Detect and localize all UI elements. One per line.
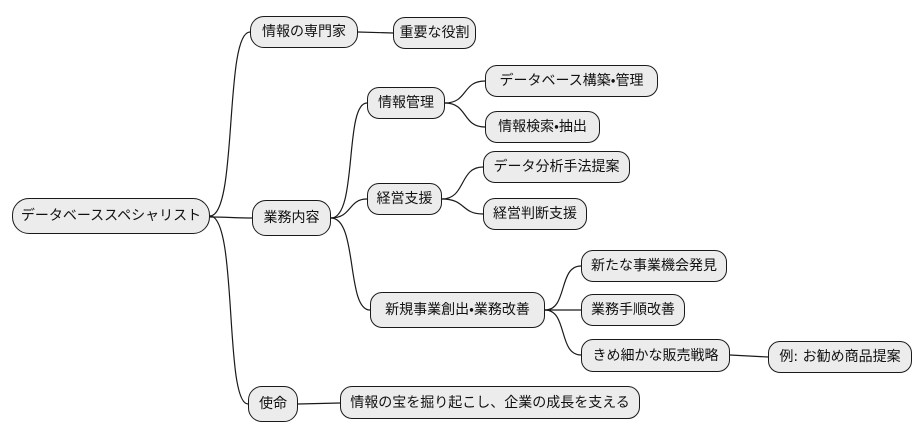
node-data-analysis: データ分析手法提案 xyxy=(483,151,630,183)
edge-info-mgmt-db-build xyxy=(444,80,486,104)
node-root: データベーススペシャリスト xyxy=(12,198,210,234)
node-info-expert: 情報の専門家 xyxy=(250,16,358,48)
node-mission: 使命 xyxy=(248,386,298,422)
node-decision-support: 経営判断支援 xyxy=(483,198,587,230)
edge-duties-info-mgmt xyxy=(330,102,368,219)
node-mission-detail: 情報の宝を掘り起こし、企業の成長を支える xyxy=(340,386,640,419)
edge-root-info-expert xyxy=(209,31,251,217)
edge-duties-mgmt-support xyxy=(330,198,368,219)
node-sales-strategy: きめ細かな販売戦略 xyxy=(581,339,730,372)
node-procedure: 業務手順改善 xyxy=(581,294,685,326)
edge-duties-new-business xyxy=(330,217,371,311)
node-recommend: 例: お勧め商品提案 xyxy=(768,341,912,373)
node-important-role: 重要な役割 xyxy=(393,17,476,49)
node-mgmt-support: 経営支援 xyxy=(367,183,442,215)
node-new-business: 新規事業創出・業務改善 xyxy=(370,292,545,328)
node-opportunity: 新たな事業機会発見 xyxy=(581,250,727,282)
edge-mgmt-support-data-analysis xyxy=(441,166,484,200)
node-info-search: 情報検索・抽出 xyxy=(485,111,600,143)
edge-sales-recommend xyxy=(729,354,769,358)
node-db-build: データベース構築・管理 xyxy=(485,65,658,97)
edge-root-duties xyxy=(209,216,253,219)
edge-info-mgmt-info-search xyxy=(444,102,486,128)
edge-new-business-opportunity xyxy=(544,265,582,311)
edge-mission-detail xyxy=(297,402,341,405)
edge-info-expert-important-role xyxy=(357,31,394,34)
edge-new-business-sales xyxy=(544,309,582,356)
node-info-mgmt: 情報管理 xyxy=(367,87,445,119)
edge-root-mission xyxy=(209,215,249,405)
edge-mgmt-support-decision xyxy=(441,198,484,215)
node-duties: 業務内容 xyxy=(252,200,331,236)
